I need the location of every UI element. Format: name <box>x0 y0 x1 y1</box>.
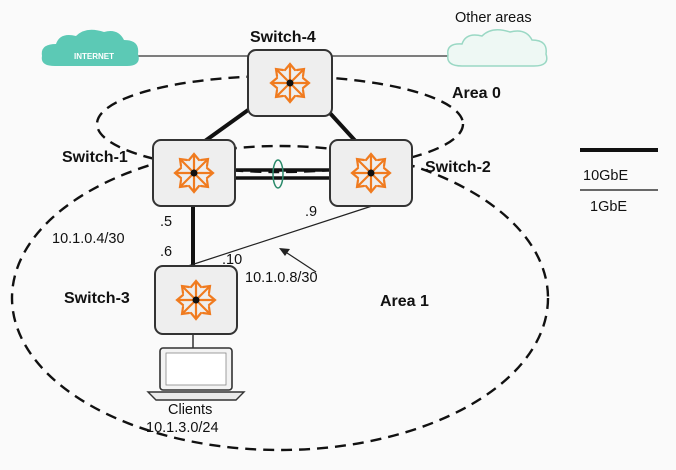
addr-s1-s3-subnet: 10.1.0.4/30 <box>52 231 125 247</box>
addr-s2-s3-s2side: .9 <box>305 204 317 220</box>
laptop-icon <box>146 347 246 401</box>
switch-4-label: Switch-4 <box>250 29 316 46</box>
switch-2-label: Switch-2 <box>425 159 491 176</box>
switch-2[interactable] <box>329 139 413 207</box>
lag-oval <box>272 159 284 189</box>
switch-1[interactable] <box>152 139 236 207</box>
switch-4[interactable] <box>247 49 333 117</box>
switch-3[interactable] <box>154 265 238 335</box>
internet-cloud-label: INTERNET <box>74 52 114 61</box>
addr-s1-s3-s1side: .5 <box>160 214 172 230</box>
legend-thick-label: 10GbE <box>583 168 628 184</box>
other-areas-label: Other areas <box>455 10 532 26</box>
other-areas-cloud <box>447 29 548 67</box>
internet-cloud: INTERNET <box>41 29 139 66</box>
area0-boundary <box>95 74 465 174</box>
area0-label: Area 0 <box>452 85 501 102</box>
clients-label: Clients <box>168 402 212 418</box>
addr-s2-s3-subnet: 10.1.0.8/30 <box>245 270 318 286</box>
area1-label: Area 1 <box>380 293 429 310</box>
legend-thin-label: 1GbE <box>590 199 627 215</box>
switch-1-label: Switch-1 <box>62 149 128 166</box>
subnet-pointer-head <box>279 248 290 256</box>
area1-boundary <box>10 144 550 452</box>
addr-s2-s3-s3side: .10 <box>222 252 242 268</box>
addr-s1-s3-s3side: .6 <box>160 244 172 260</box>
clients-subnet: 10.1.3.0/24 <box>146 420 219 436</box>
link-s2-s3 <box>187 205 373 267</box>
switch-3-label: Switch-3 <box>64 290 130 307</box>
